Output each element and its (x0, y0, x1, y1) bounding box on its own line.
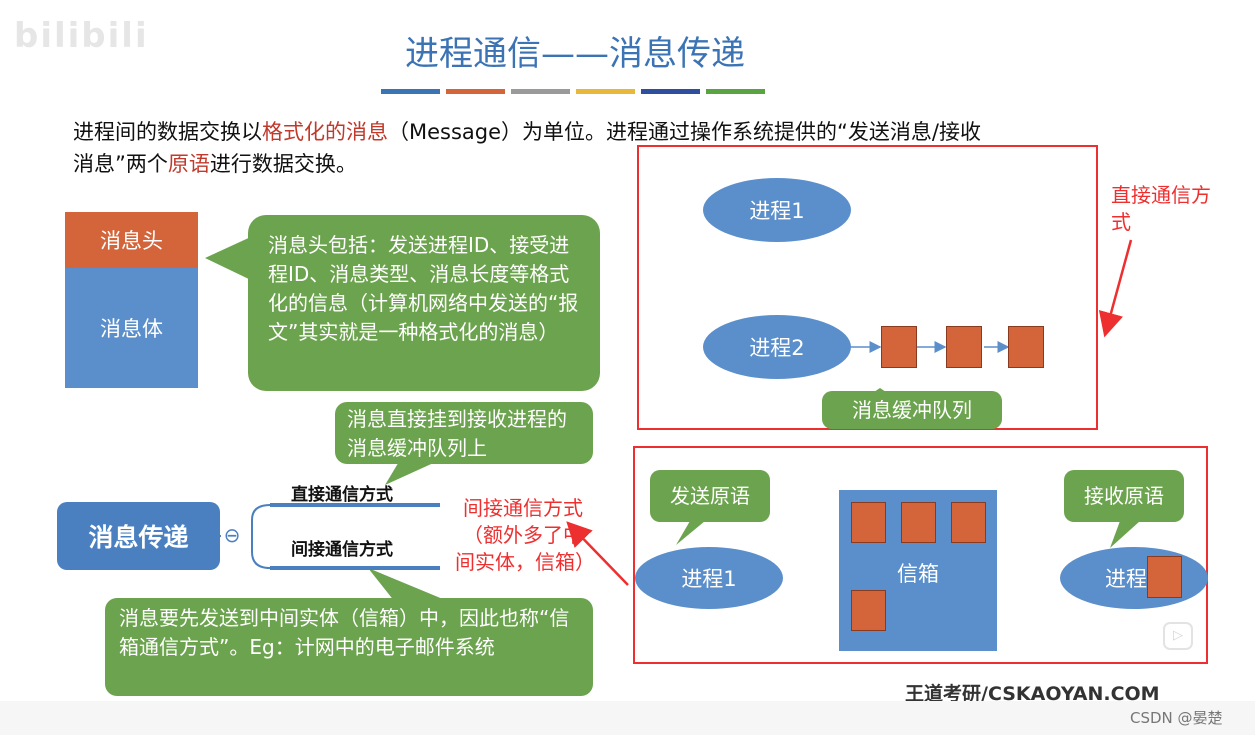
indirect-annotation-text: 间接通信方式（额外多了中间实体，信箱） (455, 496, 595, 574)
mindmap-branch-direct[interactable]: 直接通信方式 (291, 485, 393, 505)
mindmap-branch-indirect[interactable]: 间接通信方式 (291, 540, 393, 560)
footer-strip (0, 701, 1255, 735)
intro-highlight-formatted-message: 格式化的消息 (262, 120, 388, 144)
direct-communication-panel (637, 145, 1098, 430)
indirect-callout-tail (368, 568, 450, 602)
source-credit: 王道考研/CSKAOYAN.COM (905, 683, 1160, 705)
slide-title: 进程通信——消息传递 (405, 34, 745, 74)
queue-label: 消息缓冲队列 (822, 391, 1002, 429)
message-header-box: 消息头 (65, 212, 198, 268)
mailbox-label: 信箱 (897, 562, 939, 586)
header-callout-tail (205, 235, 255, 282)
direct-callout-tail (385, 460, 440, 485)
intro-highlight-primitive: 原语 (167, 152, 210, 176)
title-bar-6 (706, 89, 765, 94)
direct-process-1: 进程1 (703, 178, 851, 242)
video-player-icon[interactable]: ▷ (1163, 622, 1193, 650)
intro-text-4: 进行数据交换。 (209, 152, 357, 176)
intro-text-2: （Message）为单位。进程通过操作系统提供的“发送消息/接收 (388, 120, 981, 144)
direct-callout: 消息直接挂到接收进程的消息缓冲队列上 (335, 402, 593, 464)
indirect-communication-panel (633, 446, 1208, 664)
message-body-box: 消息体 (65, 268, 198, 388)
title-bar-4 (576, 89, 635, 94)
bilibili-watermark: bilibili (14, 16, 149, 56)
intro-text-3: 消息”两个 (73, 152, 168, 176)
process-2-incoming-message (1147, 556, 1182, 598)
intro-text-1: 进程间的数据交换以 (73, 120, 262, 144)
intro-paragraph: 进程间的数据交换以格式化的消息（Message）为单位。进程通过操作系统提供的“… (73, 116, 1133, 180)
queue-message-1 (881, 326, 917, 368)
mailbox-message-2 (901, 502, 936, 543)
mailbox-message-4 (851, 590, 886, 631)
queue-message-2 (946, 326, 982, 368)
mindmap-root-node[interactable]: 消息传递 (57, 502, 220, 570)
message-header-callout: 消息头包括：发送进程ID、接受进程ID、消息类型、消息长度等格式化的信息（计算机… (248, 215, 600, 391)
title-bar-3 (511, 89, 570, 94)
indirect-process-2: 进程 (1060, 547, 1208, 609)
csdn-footer: CSDN @晏楚 (1130, 709, 1223, 727)
title-bar-1 (381, 89, 440, 94)
send-primitive-tail (676, 521, 705, 545)
mailbox-message-1 (851, 502, 886, 543)
recv-primitive-tail (1110, 521, 1140, 548)
mindmap-collapse-toggle[interactable]: ⊖ (221, 524, 243, 546)
indirect-callout: 消息要先发送到中间实体（信箱）中，因此也称“信箱通信方式”。Eg：计网中的电子邮… (105, 598, 593, 696)
recv-primitive-label: 接收原语 (1064, 470, 1184, 522)
title-bar-5 (641, 89, 700, 94)
indirect-process-1: 进程1 (635, 547, 783, 609)
direct-process-2: 进程2 (703, 315, 851, 379)
indirect-annotation-arrow (566, 521, 629, 586)
queue-message-3 (1008, 326, 1044, 368)
mailbox-message-3 (951, 502, 986, 543)
title-bar-2 (446, 89, 505, 94)
direct-annotation-text: 直接通信方式 (1111, 183, 1211, 234)
direct-annotation-arrow (1098, 239, 1133, 338)
send-primitive-label: 发送原语 (650, 470, 770, 522)
